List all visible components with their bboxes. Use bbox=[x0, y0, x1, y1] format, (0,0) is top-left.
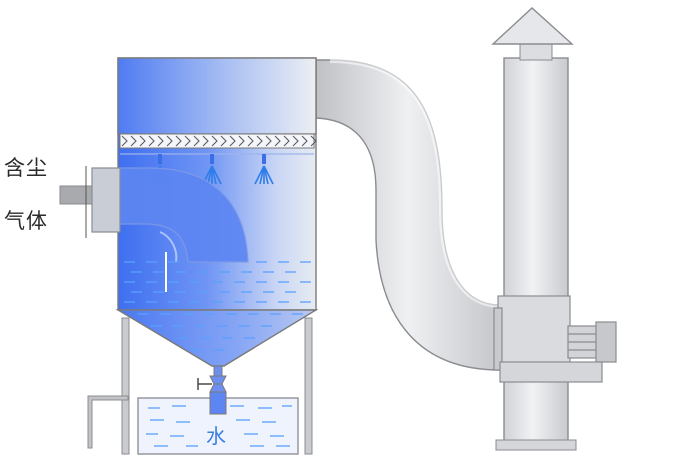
inlet-label-line2: 气体 bbox=[4, 209, 48, 233]
gooseneck-duct bbox=[315, 57, 501, 371]
tank-water bbox=[124, 261, 311, 351]
spray-nozzle bbox=[254, 154, 274, 185]
fan-housing bbox=[493, 295, 617, 383]
water-label: 水 bbox=[206, 424, 227, 448]
inner-elbow-duct bbox=[117, 167, 249, 263]
exhaust-stack bbox=[495, 43, 577, 451]
support-legs bbox=[121, 317, 313, 455]
water-ripples bbox=[146, 405, 292, 447]
stack-cap bbox=[491, 7, 574, 45]
hopper-drain bbox=[197, 365, 227, 415]
spray-nozzle bbox=[202, 154, 222, 185]
hopper-cone bbox=[115, 309, 319, 367]
scrubber-tank bbox=[115, 57, 319, 367]
inlet-duct bbox=[59, 166, 121, 238]
inlet-label-line1: 含尘 bbox=[4, 156, 48, 180]
overflow-pipe bbox=[87, 395, 129, 449]
mist-eliminator bbox=[119, 133, 317, 149]
